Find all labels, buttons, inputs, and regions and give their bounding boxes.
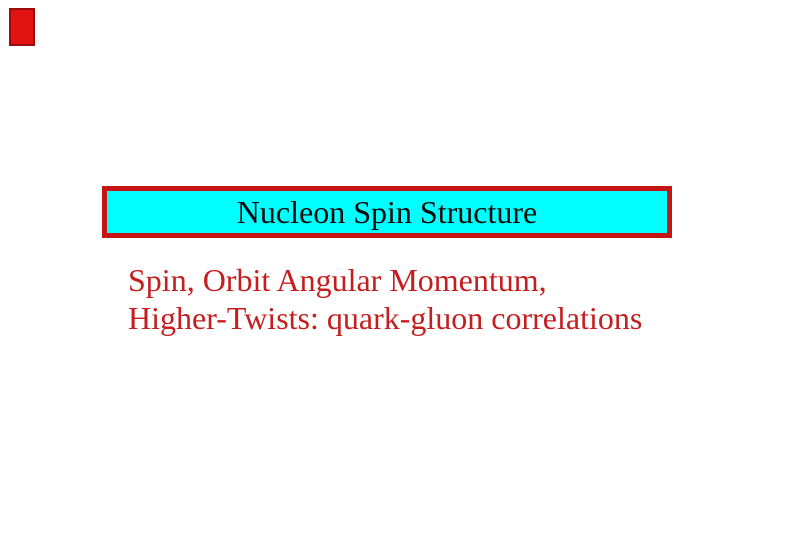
subtitle-line-1: Spin, Orbit Angular Momentum, [128,262,547,298]
red-decoration-block [9,8,35,46]
slide-title: Nucleon Spin Structure [236,194,538,230]
subtitle-line-2: Higher-Twists: quark-gluon correlations [128,300,643,336]
title-box: Nucleon Spin Structure [102,186,672,238]
subtitle-block: Spin, Orbit Angular Momentum, Higher-Twi… [128,261,642,337]
